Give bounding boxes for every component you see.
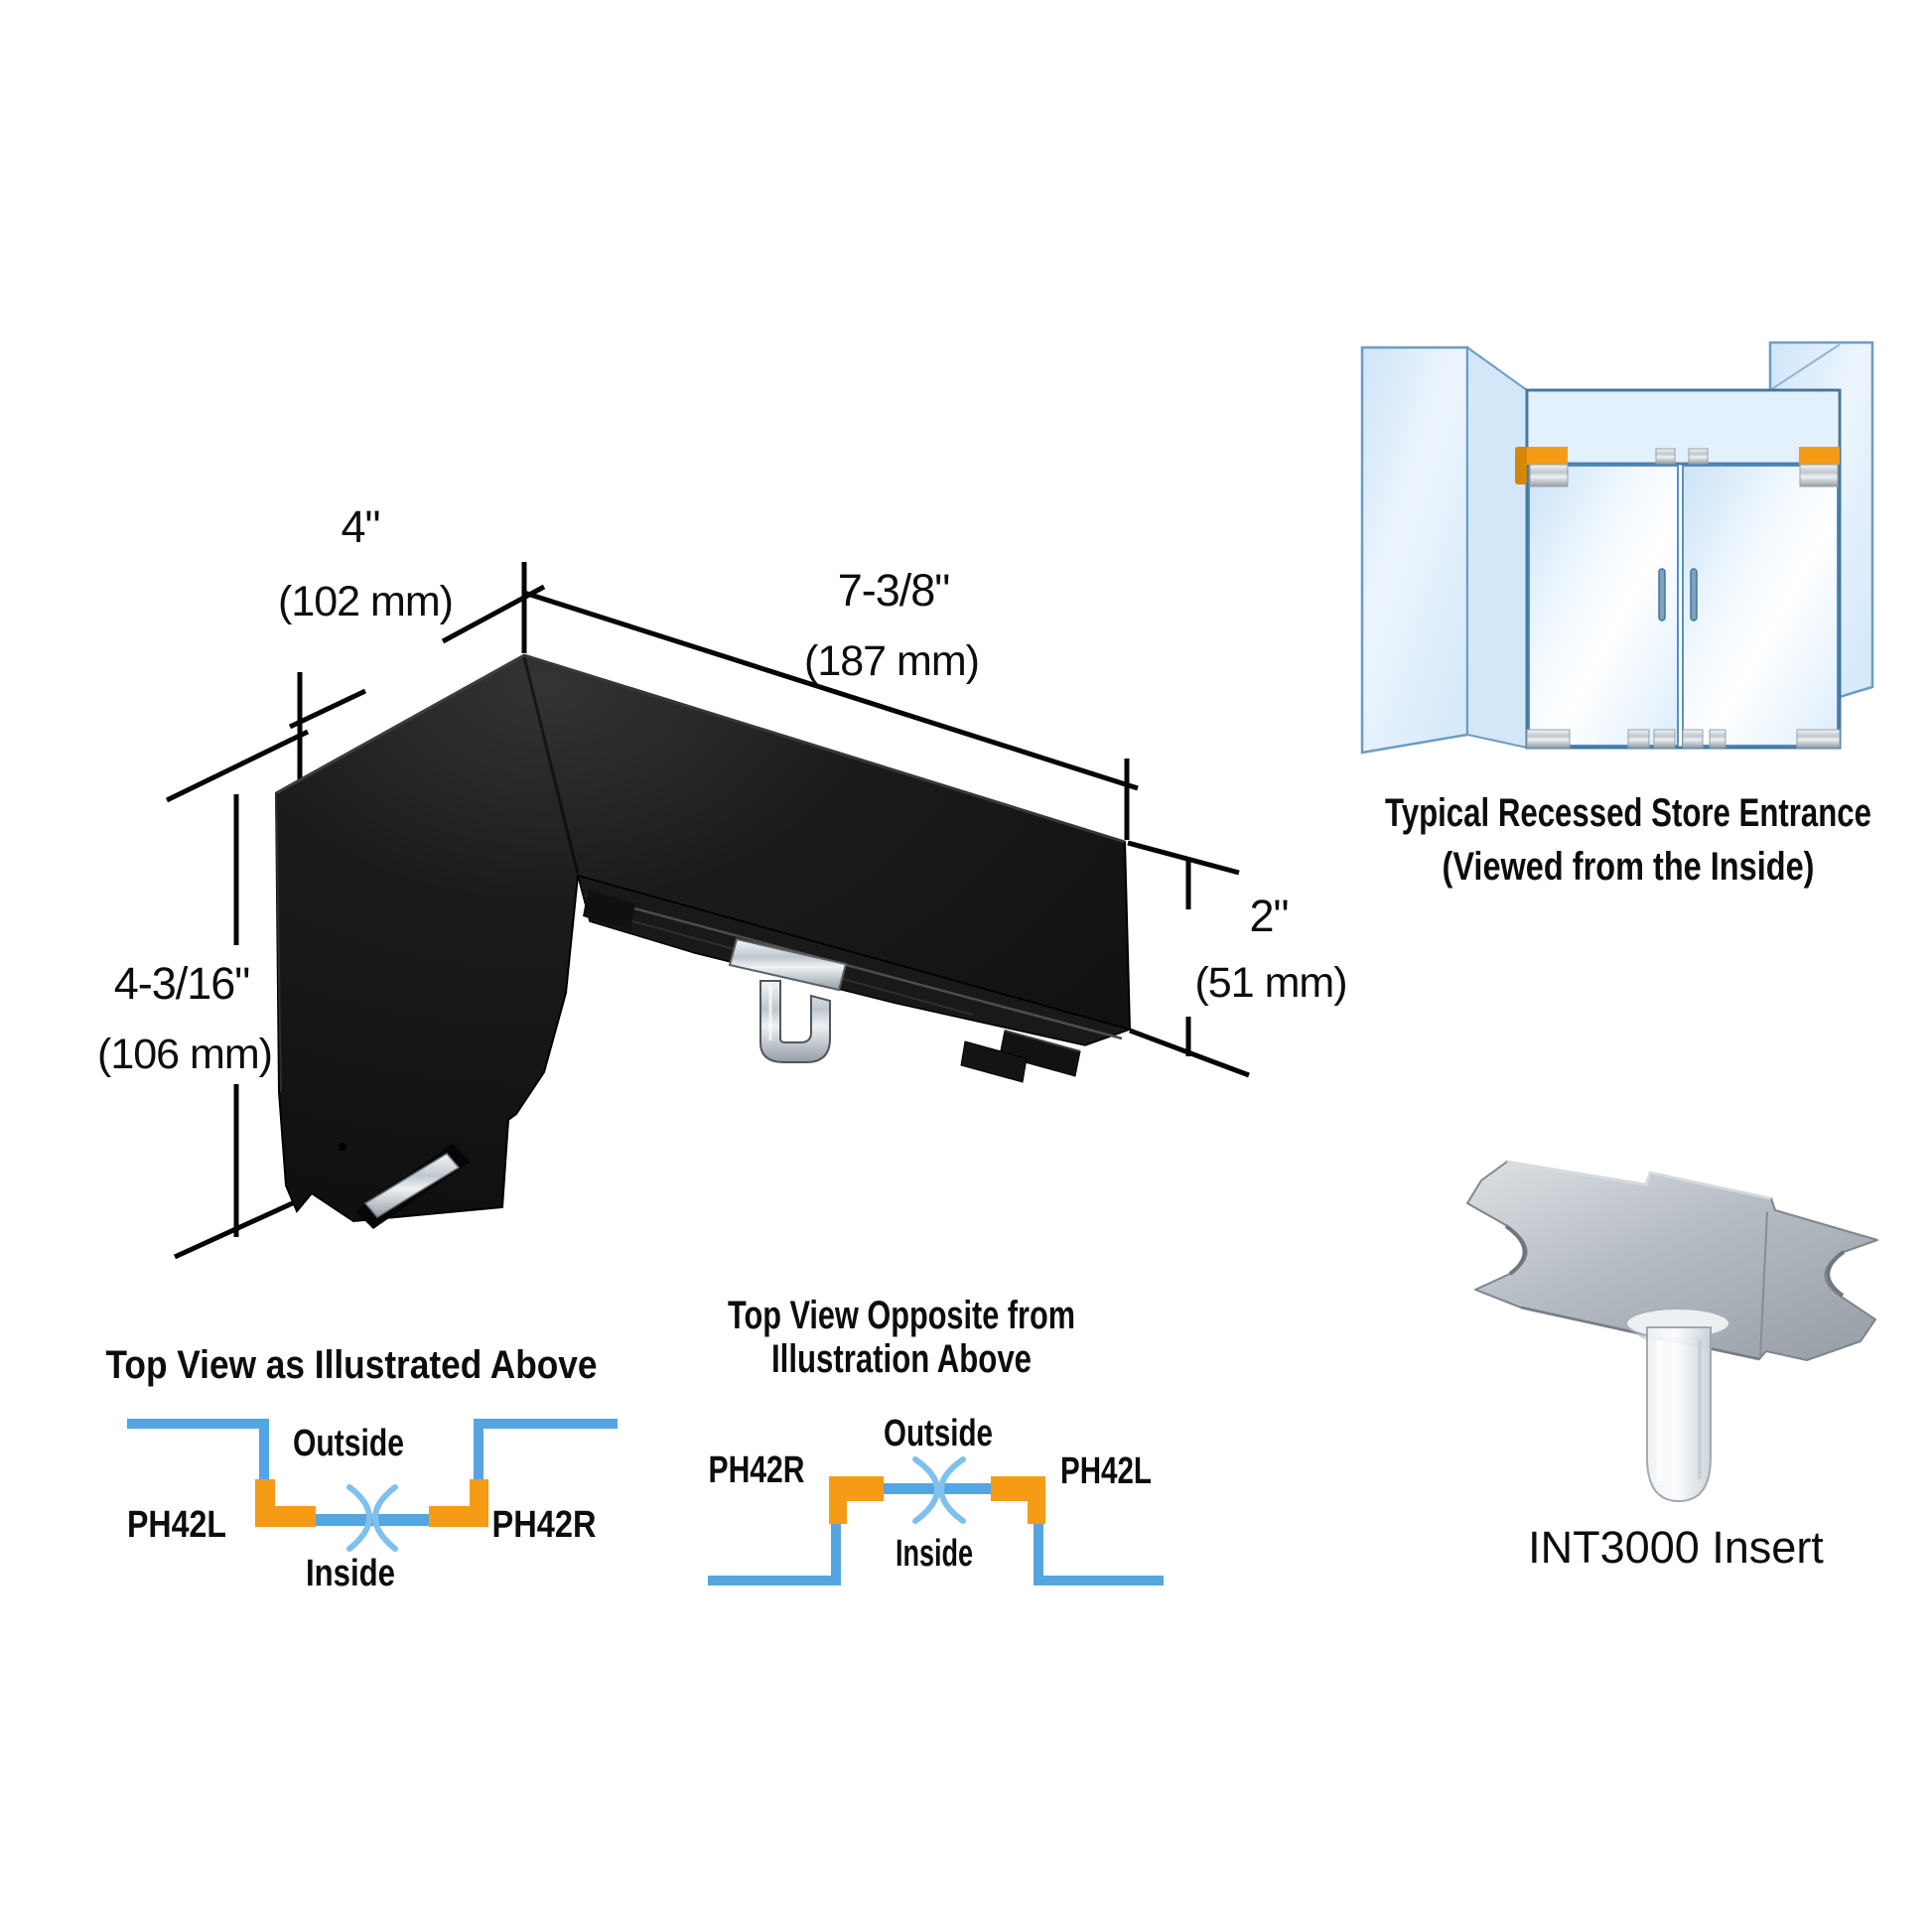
part-label-ph42l: PH42L	[1060, 1450, 1152, 1492]
dim-arm-length-in: 7-3/8"	[838, 565, 950, 616]
channel-left-tab	[583, 890, 635, 930]
glass-wall-line	[127, 1419, 269, 1481]
pivot-pin-plate	[728, 937, 848, 992]
part-label-ph42r: PH42R	[709, 1449, 805, 1491]
glass-wall-line	[708, 1521, 841, 1586]
corner-fitting-wrap-tab	[1515, 447, 1527, 484]
bottom-clamp	[1627, 729, 1650, 749]
store-entrance-illustration: Typical Recessed Store Entrance (Viewed …	[1360, 341, 1874, 889]
top-view-opposite-title2: Illustration Above	[771, 1337, 1032, 1381]
dim-arm-height-in: 2"	[1249, 891, 1288, 941]
glass-door-line	[316, 1514, 429, 1526]
left-return-glass	[1466, 345, 1528, 750]
dim-leg-height-in: 4-3/16"	[114, 958, 250, 1009]
corner-fitting-right-orange	[1799, 447, 1840, 465]
break-symbol	[346, 1484, 398, 1552]
right-jaw-shadow	[1826, 1250, 1846, 1298]
glass-lines	[708, 1521, 1164, 1586]
corner-fitting-illustration	[274, 653, 1133, 1229]
corner-fitting-symbol-right	[429, 1479, 488, 1527]
corner-fitting-symbol-left	[829, 1476, 884, 1524]
leg-bottom-insert	[339, 1143, 471, 1229]
left-jaw-shadow	[1504, 1224, 1527, 1276]
bottom-clamp	[1709, 729, 1726, 749]
break-arc	[938, 1456, 966, 1524]
tick-line	[165, 729, 310, 803]
dimension-annotations	[165, 562, 1250, 1260]
right-door-glass	[1682, 465, 1839, 747]
bottom-patch-fittings	[1526, 729, 1841, 749]
left-door-glass	[1528, 465, 1679, 747]
break-arc	[372, 1484, 398, 1552]
bottom-clamp	[1653, 729, 1676, 749]
glass-wall-line	[474, 1419, 618, 1481]
dimension-labels: 4" (102 mm) 7-3/8" (187 mm) 4-3/16" (106…	[97, 501, 1348, 1078]
patch-clamp	[1529, 464, 1569, 487]
door-handle	[1658, 568, 1666, 621]
break-arc	[346, 1484, 372, 1552]
dimension-leg-height	[165, 729, 310, 1260]
dim-arm-height-mm: (51 mm)	[1194, 959, 1346, 1007]
pivot-pin-hook	[759, 980, 831, 1063]
bevel-edge	[275, 653, 525, 795]
break-arc	[912, 1456, 940, 1524]
bottom-clamp	[1682, 729, 1704, 749]
outside-label: Outside	[293, 1423, 404, 1464]
dim-top-width-mm: (102 mm)	[278, 578, 453, 625]
tick-line	[288, 688, 367, 730]
break-symbol	[912, 1456, 966, 1524]
screw-dot	[339, 1143, 346, 1151]
top-view-opposite-title1: Top View Opposite from	[728, 1294, 1075, 1337]
underside-step-block	[960, 1040, 1028, 1083]
dim-top-width-in: 4"	[341, 501, 379, 552]
corner-fitting-left-orange	[1527, 447, 1568, 465]
plate-top-highlight	[1506, 1160, 1772, 1200]
bevel-edge	[523, 653, 1126, 844]
outside-label: Outside	[884, 1413, 993, 1454]
glass-lines	[127, 1419, 618, 1481]
channel-highlight	[585, 894, 1123, 1040]
entrance-caption-line1: Typical Recessed Store Entrance	[1385, 791, 1871, 835]
patch-clamp	[1799, 464, 1839, 487]
corner-crease	[522, 656, 580, 875]
dim-leg-height-mm: (106 mm)	[97, 1031, 272, 1078]
part-label-ph42l: PH42L	[127, 1504, 226, 1546]
part-label-ph42r: PH42R	[492, 1504, 597, 1546]
tick-line	[1129, 1028, 1250, 1078]
dimension-arm-length	[523, 590, 1139, 840]
top-view-left-diagram: Top View as Illustrated Above Outside PH…	[106, 1343, 618, 1594]
transom-glass	[1529, 392, 1838, 462]
step-highlight	[1004, 1030, 1081, 1052]
plate-seam	[1759, 1211, 1768, 1358]
bottom-clamp	[1526, 729, 1571, 749]
insert-slot	[363, 1153, 461, 1218]
tick-line	[1127, 840, 1240, 876]
pivot-pin	[728, 937, 848, 1063]
corner-fitting-symbol-left	[255, 1479, 316, 1527]
dimension-arm-height	[1127, 840, 1250, 1078]
insert-label: INT3000 Insert	[1528, 1522, 1824, 1573]
entrance-caption-line2: (Viewed from the Inside)	[1443, 845, 1815, 889]
left-wall-glass	[1360, 345, 1469, 755]
transom-clamp	[1688, 448, 1709, 465]
int3000-insert-illustration: INT3000 Insert	[1466, 1160, 1878, 1573]
inside-label: Inside	[306, 1553, 395, 1594]
right-wall-crease	[1769, 344, 1841, 391]
glass-wall-line	[1034, 1521, 1164, 1586]
dim-arm-length-mm: (187 mm)	[804, 637, 979, 685]
inside-label: Inside	[896, 1533, 973, 1575]
corner-fitting-symbol-right	[991, 1476, 1045, 1524]
edge-highlight	[275, 792, 282, 1093]
top-view-left-title: Top View as Illustrated Above	[106, 1343, 598, 1387]
door-handle	[1690, 568, 1698, 621]
dimension-line	[523, 590, 1139, 791]
bottom-clamp	[1796, 729, 1841, 749]
transom-clamp	[1655, 448, 1676, 465]
tick-line	[173, 1193, 310, 1260]
top-view-opposite-diagram: Top View Opposite from Illustration Abov…	[708, 1294, 1164, 1586]
